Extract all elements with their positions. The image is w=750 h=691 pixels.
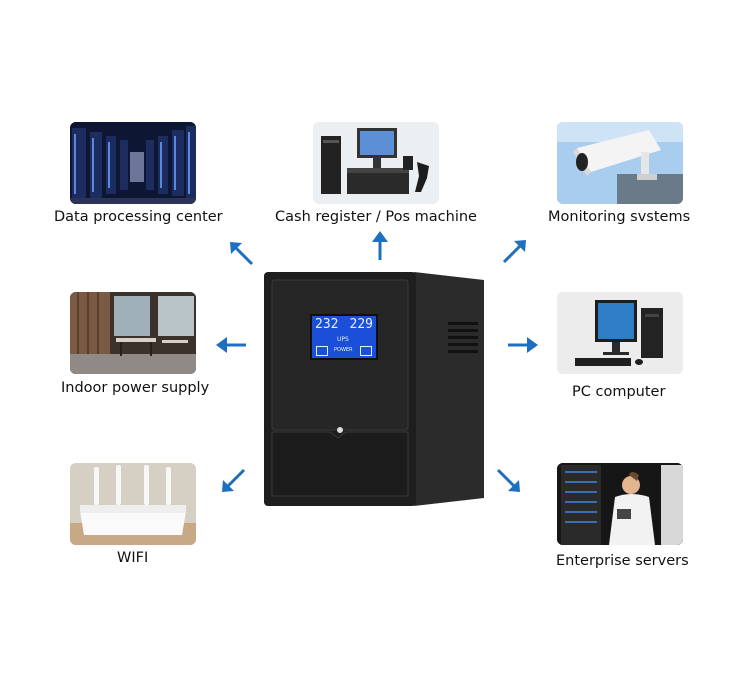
application-label: Cash register / Pos machine [275,209,477,225]
ups-lcd-label: UPS [337,336,349,343]
ups-device: 232 229 UPS POWER [262,270,488,508]
application-label: PC computer [572,384,666,400]
server-technician-photo [557,463,683,545]
application-label: Data processing center [54,209,223,225]
pos-terminal-photo [313,122,439,204]
wifi-router-photo [70,463,196,545]
arrow-left-icon [216,337,246,353]
application-label: Indoor power supply [61,380,210,396]
arrow-up-icon [372,231,388,260]
ups-lcd-battery-icon [316,346,328,356]
application-label: Enterprise servers [556,553,689,569]
security-camera-photo [557,122,683,204]
arrow-right-icon [508,337,538,353]
office-interior-photo [70,292,196,374]
arrow-up-right-icon [502,240,526,264]
application-label: WIFI [117,550,149,566]
server-room-photo [70,122,196,204]
arrow-up-left-icon [230,242,254,266]
ups-lcd-output-voltage: 229 [349,317,373,332]
ups-lcd-input-voltage: 232 [315,317,339,332]
ups-lcd-power-label: POWER [334,347,353,353]
application-label: Monitoring svstems [548,209,691,225]
ups-lcd-level-icon [360,346,372,356]
ups-lcd-screen: 232 229 UPS POWER [310,314,378,360]
arrow-down-left-icon [222,468,246,492]
arrow-down-right-icon [496,468,520,492]
desktop-computer-photo [557,292,683,374]
